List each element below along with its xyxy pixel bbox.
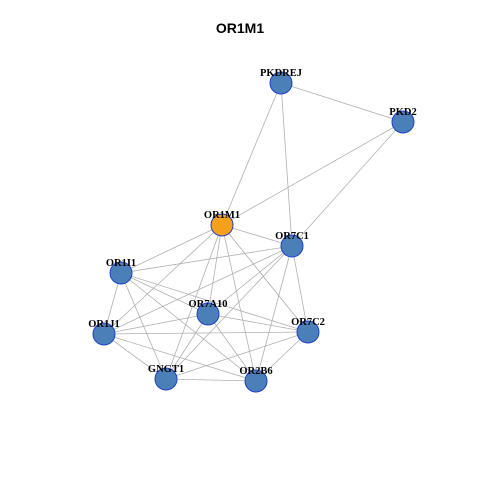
edge-or1j1-or7c2 xyxy=(103,331,309,335)
edge-or7a10-gngt1 xyxy=(165,313,209,380)
edge-pkd2-or1m1 xyxy=(221,121,404,226)
node-or7c1: OR7C1 xyxy=(275,231,309,258)
node-or1i1: OR1I1 xyxy=(106,258,136,285)
node-circle xyxy=(196,302,220,326)
diagram-title: OR1M1 xyxy=(215,20,265,36)
edge-or1m1-or1i1 xyxy=(120,224,223,274)
edge-pkd2-or7c1 xyxy=(291,121,404,247)
edge-or7a10-or1j1 xyxy=(103,313,209,335)
edge-or7c1-or7c2 xyxy=(291,245,309,333)
edge-or7a10-or2b6 xyxy=(207,313,257,382)
node-label: PKD2 xyxy=(389,107,416,118)
edge-or1m1-or1j1 xyxy=(103,224,223,335)
node-label: OR1I1 xyxy=(106,258,136,269)
edge-or1m1-or7c1 xyxy=(221,224,293,247)
node-label: OR7C2 xyxy=(291,317,325,328)
edge-or1m1-gngt1 xyxy=(165,224,223,380)
edge-pkdrej-or1m1 xyxy=(221,82,282,226)
node-circle xyxy=(391,110,415,134)
node-circle xyxy=(296,320,320,344)
edge-gngt1-or2b6 xyxy=(165,378,257,382)
edge-or7c1-or7a10 xyxy=(207,245,293,315)
node-or7a10: OR7A10 xyxy=(188,299,228,326)
node-label: OR7A10 xyxy=(188,299,227,310)
edge-or7c1-or1i1 xyxy=(120,245,293,274)
node-pkdrej: PKDREJ xyxy=(260,68,302,95)
edge-pkdrej-pkd2 xyxy=(280,82,404,123)
node-circle xyxy=(244,369,268,393)
node-circle xyxy=(92,322,116,346)
edge-or7c1-gngt1 xyxy=(165,245,293,380)
node-label: OR2B6 xyxy=(239,366,272,377)
node-or2b6: OR2B6 xyxy=(239,366,273,393)
edge-or1m1-or7a10 xyxy=(207,224,223,315)
edge-or1i1-or2b6 xyxy=(120,272,257,382)
node-circle xyxy=(269,71,293,95)
node-circle xyxy=(109,261,133,285)
edge-or7c1-or2b6 xyxy=(255,245,293,382)
edge-or1i1-or7a10 xyxy=(120,272,209,315)
node-or1m1: OR1M1 xyxy=(204,210,240,237)
edge-or7c1-or1j1 xyxy=(103,245,293,335)
node-circle xyxy=(280,234,304,258)
edge-or1i1-or7c2 xyxy=(120,272,309,333)
edge-or7a10-or7c2 xyxy=(207,313,309,333)
node-circle xyxy=(210,213,234,237)
node-label: OR7C1 xyxy=(275,231,309,242)
node-gngt1: GNGT1 xyxy=(148,364,184,391)
edge-or1m1-or7c2 xyxy=(221,224,309,333)
edge-or7c2-or2b6 xyxy=(255,331,309,382)
edge-layer xyxy=(103,82,404,382)
edge-or7c2-gngt1 xyxy=(165,331,309,380)
edge-or1m1-or2b6 xyxy=(221,224,257,382)
edge-or1j1-gngt1 xyxy=(103,333,167,380)
node-or7c2: OR7C2 xyxy=(291,317,325,344)
node-pkd2: PKD2 xyxy=(389,107,417,134)
node-label: OR1J1 xyxy=(88,319,120,330)
node-or1j1: OR1J1 xyxy=(88,319,120,346)
node-circle xyxy=(154,367,178,391)
edge-pkdrej-or7c1 xyxy=(280,82,293,247)
node-label: GNGT1 xyxy=(148,364,184,375)
edge-or1j1-or2b6 xyxy=(103,333,257,382)
node-label: PKDREJ xyxy=(260,68,302,79)
node-label: OR1M1 xyxy=(204,210,240,221)
